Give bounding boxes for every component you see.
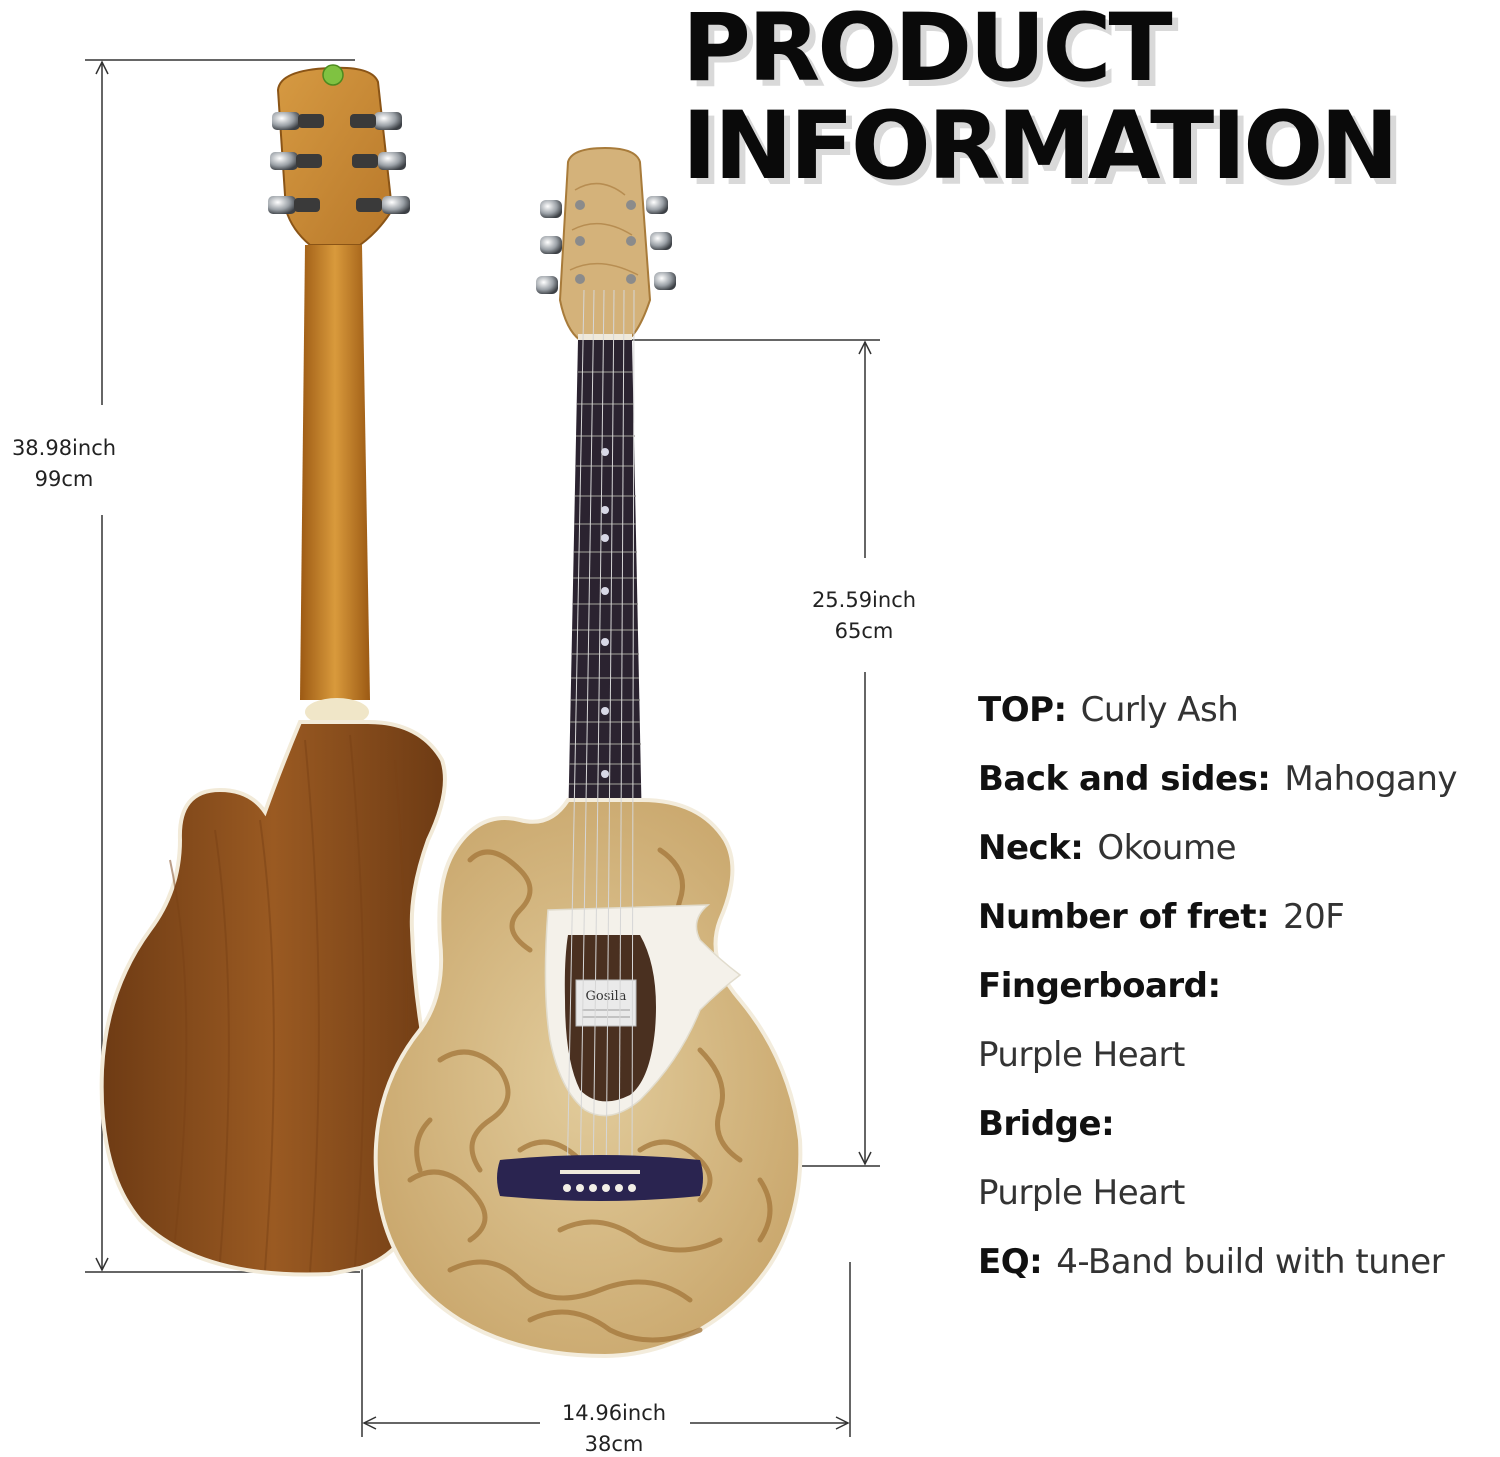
page-title-line1: PRODUCT	[682, 0, 1173, 103]
spec-back-sides-value: Mahogany	[1284, 759, 1458, 799]
body-width-inch: 14.96inch	[561, 1401, 667, 1425]
spec-top-label: TOP:	[978, 690, 1067, 730]
spec-top-value: Curly Ash	[1080, 690, 1239, 730]
spec-frets-label: Number of fret:	[978, 897, 1270, 937]
spec-eq: EQ: 4-Band build with tuner	[978, 1242, 1445, 1282]
guitar-front-view: Gosila	[373, 146, 803, 1359]
scale-length-inch: 25.59inch	[811, 588, 917, 612]
spec-frets: Number of fret: 20F	[978, 897, 1345, 937]
spec-eq-value: 4-Band build with tuner	[1056, 1242, 1445, 1282]
scale-length-label: 25.59inch 65cm	[798, 585, 930, 647]
title-shadow-line2: INFORMATION	[688, 98, 1405, 207]
page-title-line2: INFORMATION	[682, 92, 1399, 201]
total-length-inch: 38.98inch	[11, 436, 117, 460]
spec-fingerboard-value: Purple Heart	[978, 1035, 1185, 1075]
spec-bridge-label: Bridge:	[978, 1104, 1115, 1144]
title-shadow-line1: PRODUCT	[688, 0, 1179, 109]
spec-frets-value: 20F	[1283, 897, 1345, 937]
spec-neck: Neck: Okoume	[978, 828, 1237, 868]
guitar-back-view	[99, 64, 447, 1277]
spec-back-sides: Back and sides: Mahogany	[978, 759, 1458, 799]
total-length-label: 38.98inch 99cm	[0, 433, 128, 495]
spec-fingerboard: Fingerboard:	[978, 966, 1221, 1006]
total-length-cm: 99cm	[34, 467, 94, 491]
spec-fingerboard-value-row: Purple Heart	[978, 1035, 1185, 1075]
spec-bridge-value: Purple Heart	[978, 1173, 1185, 1213]
spec-back-sides-label: Back and sides:	[978, 759, 1271, 799]
spec-top: TOP: Curly Ash	[978, 690, 1239, 730]
scale-length-cm: 65cm	[834, 619, 894, 643]
spec-bridge: Bridge:	[978, 1104, 1115, 1144]
spec-bridge-value-row: Purple Heart	[978, 1173, 1185, 1213]
tuning-pegs-back	[268, 112, 410, 214]
body-width-cm: 38cm	[584, 1432, 644, 1456]
spec-neck-value: Okoume	[1097, 828, 1237, 868]
tuning-pegs-front	[536, 196, 676, 294]
spec-fingerboard-label: Fingerboard:	[978, 966, 1221, 1006]
spec-neck-label: Neck:	[978, 828, 1084, 868]
spec-eq-label: EQ:	[978, 1242, 1043, 1282]
dimension-lines	[85, 59, 880, 1437]
body-width-label: 14.96inch 38cm	[546, 1398, 682, 1457]
